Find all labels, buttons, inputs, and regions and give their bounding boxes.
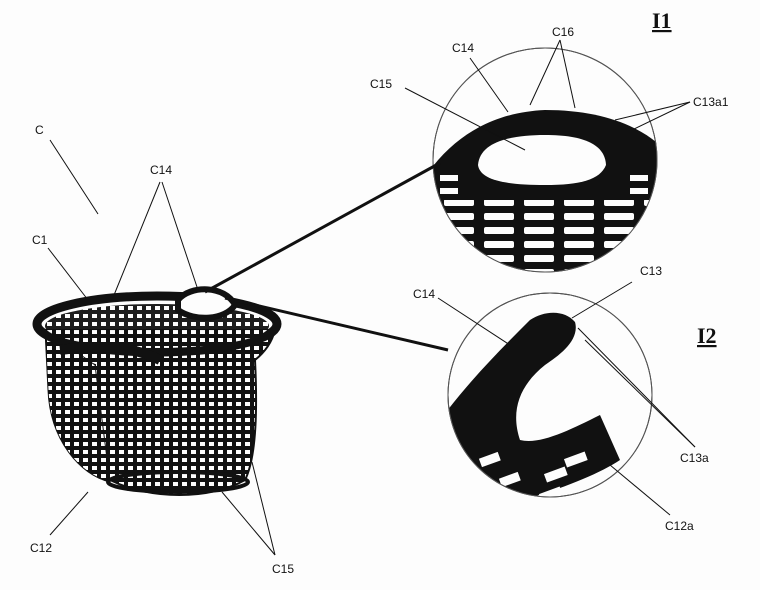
leader-c14-i1 [469, 57, 509, 113]
label-c14-main: C14 [150, 163, 172, 177]
leader-c15-b [221, 491, 276, 556]
label-c14-i1: C14 [452, 41, 474, 55]
leader-c14-a [111, 181, 161, 301]
leader-c13a1-b [631, 101, 691, 131]
label-c13a1: C13a1 [693, 95, 729, 109]
leader-c1 [47, 247, 89, 301]
basket-drawing [32, 286, 282, 496]
leader-c12 [49, 491, 89, 536]
detail-i1-handle-opening [478, 135, 606, 185]
leader-c14-b [161, 181, 199, 291]
connector-to-i2 [224, 296, 449, 352]
connector-to-i1 [204, 161, 441, 294]
detail-i1 [432, 47, 658, 273]
label-c16: C16 [552, 25, 574, 39]
front-handle [59, 342, 163, 365]
detail-i2 [447, 292, 653, 498]
leader-c16-a [529, 39, 561, 106]
detail-i1-mesh [433, 195, 657, 272]
basket-inner-mesh [45, 304, 269, 348]
label-c13: C13 [640, 264, 662, 278]
leader-c16-b [559, 39, 576, 109]
title-i1: I1 [652, 8, 672, 33]
leader-c13a-a [577, 327, 696, 448]
basket-base [106, 470, 250, 494]
label-c12a: C12a [665, 519, 694, 533]
label-c14-i2: C14 [413, 287, 435, 301]
top-handle [175, 286, 239, 321]
leader-c15-i1 [404, 87, 526, 151]
label-c13a: C13a [680, 451, 709, 465]
leader-c12a [609, 464, 671, 516]
label-c: C [35, 123, 44, 137]
leader-c13 [571, 281, 633, 319]
label-c15-main: C15 [272, 562, 294, 576]
leader-c [49, 139, 99, 215]
leader-c13a1-a [614, 101, 691, 121]
label-c12: C12 [30, 541, 52, 555]
leader-c14-i2 [437, 297, 511, 346]
basket-rim [32, 291, 282, 357]
leader-c15-a [251, 461, 276, 556]
label-c15-i1: C15 [370, 77, 392, 91]
label-c1: C1 [32, 233, 48, 247]
title-i2: I2 [697, 323, 717, 348]
leader-c13a-b [584, 339, 696, 448]
